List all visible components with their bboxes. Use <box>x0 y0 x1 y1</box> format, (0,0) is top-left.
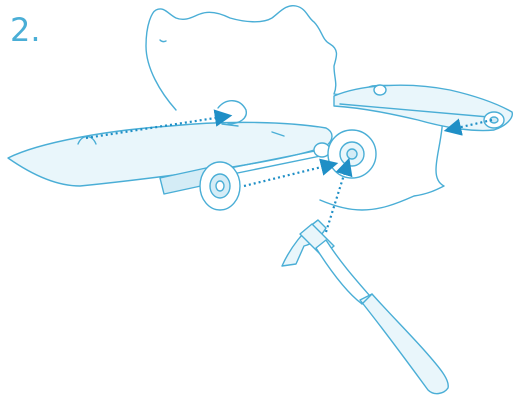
wheel-icon <box>200 162 240 210</box>
bird-slot <box>160 40 166 42</box>
hammer-icon <box>282 220 448 394</box>
bushing-icon <box>328 130 376 178</box>
arrow-icon <box>244 164 334 186</box>
center-wing-mount <box>218 101 246 124</box>
rear-peg-icon <box>374 85 386 95</box>
